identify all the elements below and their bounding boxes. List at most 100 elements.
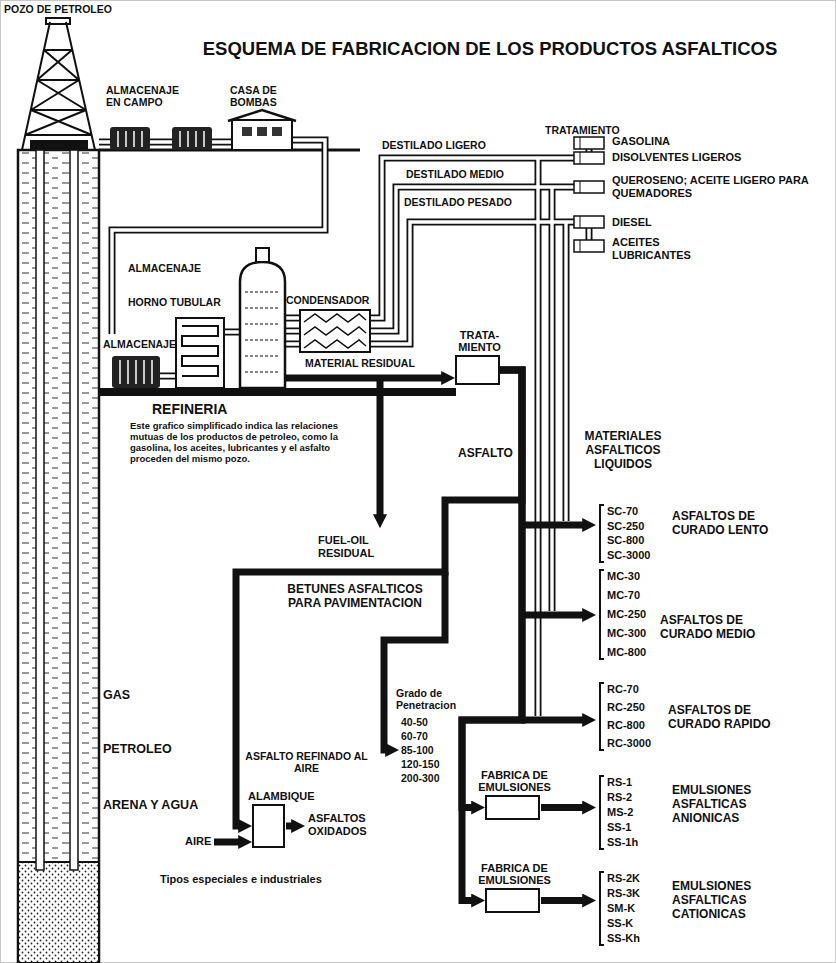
- special-types-label: Tipos especiales e industriales: [160, 873, 322, 886]
- treatment-label: TRATAMIENTO: [545, 124, 620, 136]
- pump-house: [232, 120, 292, 150]
- emulsion-code: SS-Kh: [607, 932, 640, 945]
- emulsion-code: RS-3K: [607, 887, 640, 900]
- sand-layer: [18, 862, 99, 963]
- well-column: [18, 150, 99, 963]
- group-heading: MATERIALES ASFALTICOS LIQUIDOS: [568, 430, 678, 471]
- node-heading: TRATA- MIENTO: [455, 329, 505, 354]
- storage-label: ALMACENAJE: [128, 262, 201, 274]
- treatment-box: TRATA- MIENTO: [455, 355, 500, 385]
- field-tank: [110, 127, 150, 150]
- grade-code: MC-300: [607, 627, 646, 640]
- emulsion-plant-box: FABRICA DE EMULSIONES: [485, 795, 540, 820]
- rapid-cure-line: [522, 717, 585, 724]
- node-text: FABRICA DE EMULSIONES: [470, 769, 560, 794]
- pump-house-roof: [228, 110, 296, 121]
- node-text: FABRICA DE EMULSIONES: [470, 862, 560, 887]
- product-label: DIESEL: [612, 216, 652, 229]
- product-label: DISOLVENTES LIGEROS: [612, 151, 741, 164]
- distillate-label: DESTILADO LIGERO: [382, 139, 486, 151]
- air-refined-label: ASFALTO REFINADO AL AIRE: [244, 750, 369, 774]
- product-label: GASOLINA: [612, 135, 670, 148]
- bitumen-label: BETUNES ASFALTICOS PARA PAVIMENTACION: [275, 583, 435, 611]
- stratum-label: GAS: [103, 688, 130, 702]
- oxidized-label: ASFALTOS OXIDADOS: [308, 812, 388, 837]
- refinery-platform: [100, 388, 456, 396]
- slow-cure-line: [522, 522, 585, 529]
- pump-house-windows: [242, 127, 282, 136]
- emulsion-code: RS-2: [607, 791, 632, 804]
- derrick: [22, 18, 95, 150]
- penetration-grade: 60-70: [401, 730, 428, 742]
- condenser-label: CONDENSADOR: [286, 294, 369, 306]
- well-tube: [36, 150, 44, 870]
- tank-end: [580, 137, 581, 252]
- furnace-coil: [182, 326, 218, 376]
- emulsion-code: RS-1: [607, 776, 632, 789]
- residual-line: [286, 375, 444, 382]
- asphalt-label: ASFALTO: [458, 447, 513, 461]
- well-tube: [70, 150, 78, 870]
- distillate-label: DESTILADO MEDIO: [406, 168, 504, 180]
- grade-code: RC-3000: [607, 737, 651, 750]
- tank-ridges: [118, 131, 204, 147]
- group-label: EMULSIONES ASFALTICAS ANIONICAS: [672, 784, 792, 825]
- stratum-label: PETROLEO: [103, 742, 172, 756]
- stratum-label: ARENA Y AGUA: [103, 798, 198, 812]
- emulsion-code: SM-K: [607, 902, 635, 915]
- emulsion-code: SS-1: [607, 821, 631, 834]
- emulsion-code: SS-1h: [607, 836, 638, 849]
- group-label: ASFALTOS DE CURADO LENTO: [672, 510, 797, 538]
- grade-code: RC-250: [607, 701, 645, 714]
- penetration-heading: Grado de Penetracion: [396, 687, 471, 711]
- diagram-title: ESQUEMA DE FABRICACION DE LOS PRODUCTOS …: [150, 38, 830, 59]
- pipe-outline: [99, 140, 589, 716]
- grade-code: MC-250: [607, 608, 646, 621]
- product-tank: [574, 137, 604, 252]
- node-heading: FABRICA DE EMULSIONES: [470, 769, 560, 794]
- tower-stack: [256, 248, 269, 262]
- well-head: [30, 140, 88, 150]
- pipe-inner: [99, 140, 589, 716]
- emulsion-code: MS-2: [607, 806, 633, 819]
- node-text: ALAMBIQUE: [248, 790, 328, 803]
- fuel-oil-line: [377, 378, 384, 517]
- air-in-line: [214, 839, 241, 846]
- grade-code: RC-70: [607, 683, 639, 696]
- penetration-grade: 200-300: [401, 772, 440, 784]
- distillation-tower: [240, 262, 285, 388]
- medium-cure-line: [522, 612, 585, 619]
- emulsion-out-line: [541, 804, 585, 811]
- product-label: ACEITES LUBRICANTES: [612, 236, 707, 261]
- storage-label: ALMACENAJE: [103, 338, 176, 350]
- tube-furnace: [176, 318, 224, 388]
- fuel-label: FUEL-OIL RESIDUAL: [318, 534, 390, 559]
- grade-code: SC-70: [607, 505, 638, 518]
- note-text: Este grafico simplificado indica las rel…: [130, 421, 340, 465]
- node-heading: FABRICA DE EMULSIONES: [470, 862, 560, 887]
- grade-code: RC-800: [607, 719, 645, 732]
- grade-code: SC-3000: [607, 549, 650, 562]
- grade-code: MC-800: [607, 646, 646, 659]
- residual-label: MATERIAL RESIDUAL: [305, 357, 415, 369]
- tank-ridges: [120, 360, 152, 384]
- pump-house-label: CASA DE BOMBAS: [230, 84, 300, 108]
- condenser-coil: [304, 314, 366, 348]
- grade-code: MC-30: [607, 570, 640, 583]
- grade-code: MC-70: [607, 589, 640, 602]
- storage-tank: [112, 356, 160, 388]
- node-heading: ALAMBIQUE: [248, 790, 328, 803]
- group-label: ASFALTOS DE CURADO RAPIDO: [668, 704, 793, 732]
- emulsion-out-line: [541, 897, 585, 904]
- group-label: ASFALTOS DE CURADO MEDIO: [660, 614, 790, 642]
- emulsion-code: SS-K: [607, 917, 633, 930]
- oxidized-out-line: [286, 823, 294, 830]
- product-label: QUEROSENO; ACEITE LIGERO PARA QUEMADORES: [612, 174, 812, 199]
- tower-trays: [245, 292, 280, 372]
- group-label: EMULSIONES ASFALTICAS CATIONICAS: [672, 880, 792, 921]
- grade-code: SC-250: [607, 520, 644, 533]
- air-label: AIRE: [185, 835, 211, 848]
- condenser: [300, 310, 370, 352]
